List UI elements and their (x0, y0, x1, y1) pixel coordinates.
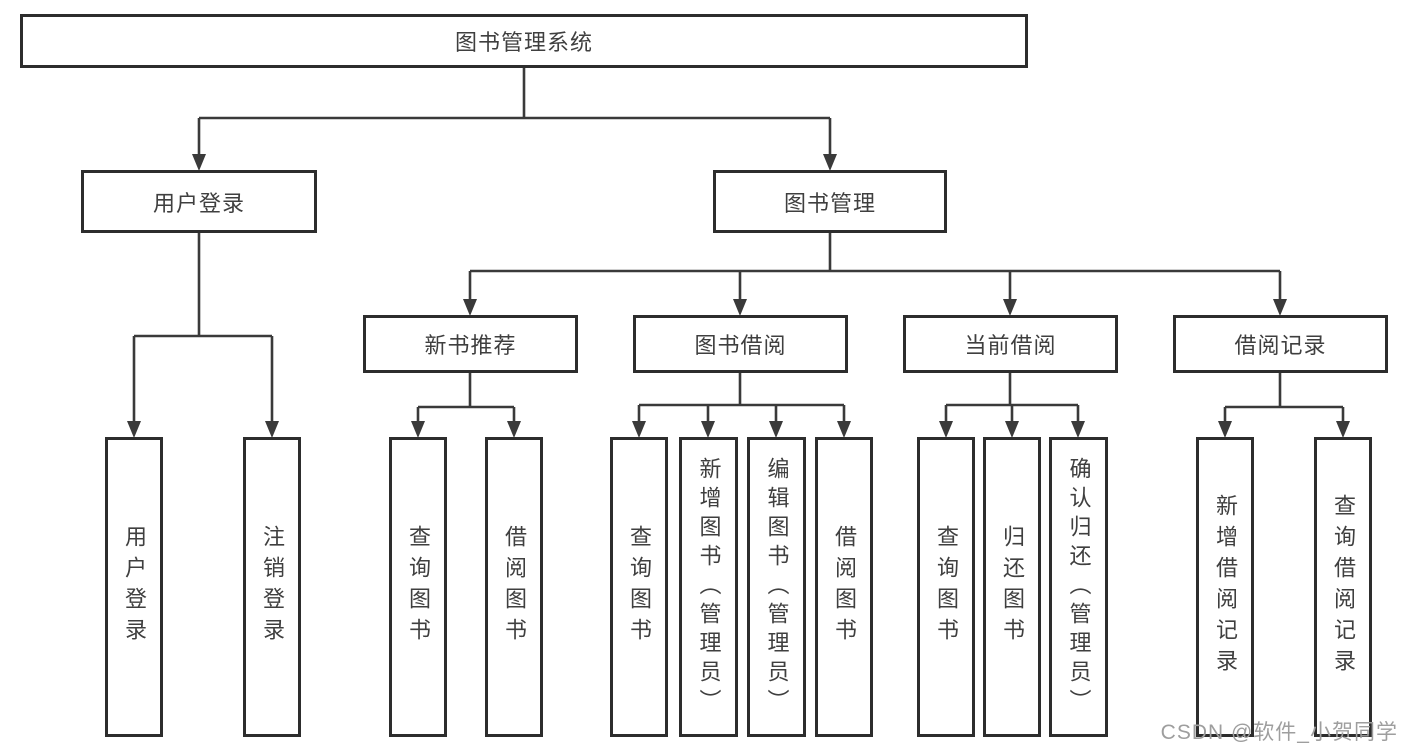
node-root-label: 图书管理系统 (454, 30, 593, 55)
tree-edges (132, 68, 1345, 433)
leaf-br-query-record: 查询借阅记录 (1314, 437, 1372, 737)
node-root: 图书管理系统 (20, 14, 1028, 68)
node-borrow-records-label: 借阅记录 (1234, 333, 1327, 358)
node-current-borrow: 当前借阅 (903, 315, 1118, 373)
node-book-borrow: 图书借阅 (633, 315, 848, 373)
leaf-logout-label: 注销登录 (260, 525, 285, 649)
leaf-br-add-record-label: 新增借阅记录 (1213, 494, 1238, 680)
leaf-bb-query-books: 查询图书 (610, 437, 668, 737)
leaf-br-query-record-label: 查询借阅记录 (1331, 494, 1356, 680)
leaf-logout: 注销登录 (243, 437, 301, 737)
leaf-bb-query-books-label: 查询图书 (627, 525, 652, 649)
leaf-bb-add-books-admin: 新增图书（管理员） (679, 437, 738, 737)
node-current-borrow-label: 当前借阅 (964, 333, 1057, 358)
leaf-br-add-record: 新增借阅记录 (1196, 437, 1254, 737)
leaf-nbr-query-books: 查询图书 (389, 437, 447, 737)
node-user-login-label: 用户登录 (152, 190, 245, 216)
leaf-cb-confirm-return-admin-label: 确认归还（管理员） (1066, 456, 1092, 718)
leaf-cb-return-books-label: 归还图书 (1000, 525, 1025, 649)
node-new-book-recommend-label: 新书推荐 (424, 333, 517, 358)
node-user-login: 用户登录 (81, 170, 317, 233)
leaf-user-login-label: 用户登录 (122, 525, 147, 649)
watermark: CSDN @软件_小贺同学 (1160, 721, 1398, 744)
leaf-nbr-borrow-books: 借阅图书 (485, 437, 543, 737)
leaf-bb-borrow-books: 借阅图书 (815, 437, 873, 737)
node-book-management-label: 图书管理 (783, 190, 876, 216)
leaf-cb-confirm-return-admin: 确认归还（管理员） (1049, 437, 1108, 737)
node-new-book-recommend: 新书推荐 (363, 315, 578, 373)
node-borrow-records: 借阅记录 (1173, 315, 1388, 373)
leaf-nbr-query-books-label: 查询图书 (406, 525, 431, 649)
leaf-bb-edit-books-admin-label: 编辑图书（管理员） (764, 456, 790, 718)
leaf-cb-return-books: 归还图书 (983, 437, 1041, 737)
leaf-bb-borrow-books-label: 借阅图书 (832, 525, 857, 649)
node-book-borrow-label: 图书借阅 (694, 333, 787, 358)
leaf-cb-query-books-label: 查询图书 (934, 525, 959, 649)
leaf-user-login: 用户登录 (105, 437, 163, 737)
leaf-nbr-borrow-books-label: 借阅图书 (502, 525, 527, 649)
leaf-cb-query-books: 查询图书 (917, 437, 975, 737)
leaf-bb-add-books-admin-label: 新增图书（管理员） (696, 456, 722, 718)
node-book-management: 图书管理 (713, 170, 947, 233)
leaf-bb-edit-books-admin: 编辑图书（管理员） (747, 437, 806, 737)
